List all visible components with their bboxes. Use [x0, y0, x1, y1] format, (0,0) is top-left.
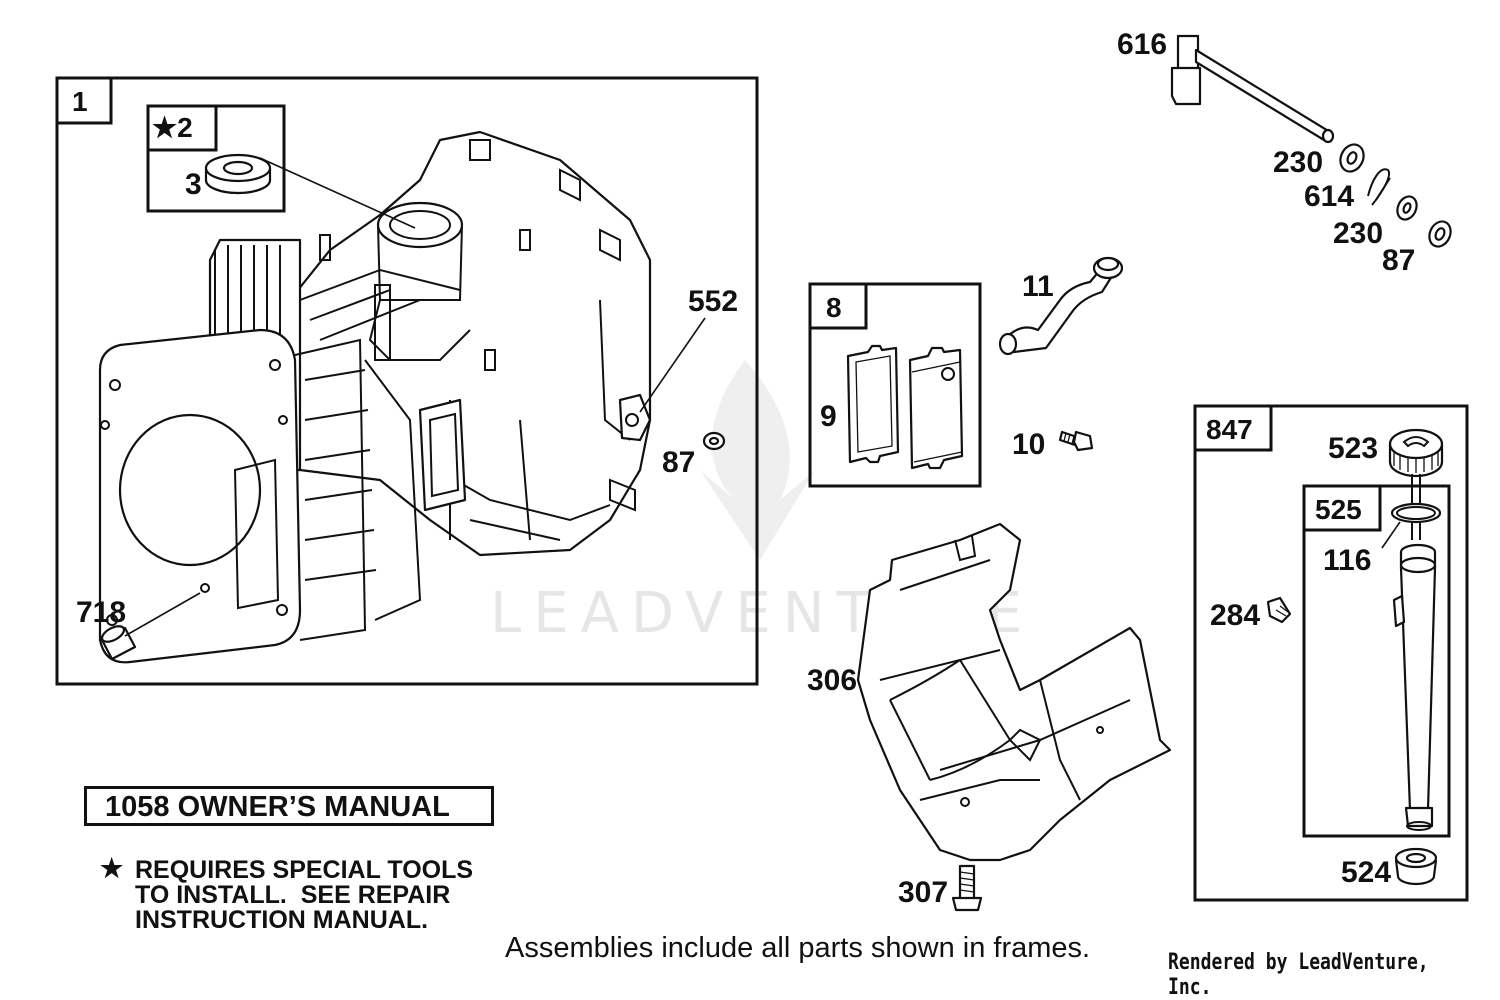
callout-614: 614 — [1304, 180, 1354, 213]
o-ring-part — [1381, 502, 1442, 549]
breather-tube-part — [998, 256, 1124, 356]
cylinder-shield-part — [856, 522, 1172, 862]
frame-8-label: 8 — [826, 292, 842, 323]
callout-116: 116 — [1323, 544, 1371, 577]
callout-3: 3 — [185, 168, 202, 201]
leader-seal — [259, 157, 416, 229]
washer-230-upper-part — [1339, 143, 1365, 173]
callout-230-lower: 230 — [1333, 217, 1383, 250]
oil-seal-part — [204, 153, 272, 195]
dowel-pin-part — [100, 592, 201, 661]
callout-523: 523 — [1328, 432, 1378, 465]
callout-10: 10 — [1012, 428, 1045, 461]
callout-87-left: 87 — [662, 446, 695, 479]
frame-847: 847 — [1193, 404, 1469, 902]
callout-11: 11 — [1022, 270, 1054, 303]
callout-552: 552 — [688, 285, 738, 318]
washer-230-lower-part — [1396, 195, 1418, 221]
hairpin-clip-614-part — [1367, 168, 1391, 206]
callout-616: 616 — [1117, 28, 1167, 61]
callout-230-upper: 230 — [1273, 146, 1323, 179]
nut-87-left-part — [702, 431, 726, 451]
callout-307: 307 — [898, 876, 948, 909]
frame-847-label: 847 — [1206, 414, 1253, 445]
callout-284: 284 — [1210, 599, 1260, 632]
frame-1: 1 — [55, 76, 759, 686]
callout-87-right: 87 — [1382, 244, 1415, 277]
rendered-by-credit: Rendered by LeadVenture, Inc. — [1168, 950, 1429, 1000]
frame-2: ★2 — [146, 104, 286, 213]
frame-1-label: 1 — [72, 86, 88, 117]
screw-284-part — [1266, 596, 1292, 624]
special-tools-text: REQUIRES SPECIAL TOOLS TO INSTALL. SEE R… — [135, 856, 474, 934]
governor-shaft-part — [1170, 34, 1335, 144]
frame-2-label: ★2 — [152, 112, 193, 143]
dipstick-cap-part — [1388, 428, 1444, 540]
callout-524: 524 — [1341, 856, 1391, 889]
owners-manual-label: 1058 OWNER’S MANUAL — [84, 786, 494, 826]
screw-307-part — [951, 864, 983, 912]
frame-525: 525 — [1302, 484, 1451, 838]
breather-gasket-part — [846, 344, 900, 464]
assemblies-footnote: Assemblies include all parts shown in fr… — [505, 932, 1091, 964]
frame-8: 8 — [808, 282, 982, 488]
callout-306: 306 — [807, 664, 857, 697]
breather-cover-part — [908, 346, 964, 470]
nut-87-right-part — [1428, 220, 1452, 248]
callout-9: 9 — [820, 400, 837, 433]
star-icon: ★ — [100, 853, 124, 883]
screw-10-part — [1058, 430, 1094, 452]
callout-718: 718 — [76, 596, 126, 629]
cylinder-block-part — [98, 130, 652, 664]
leader-552 — [639, 317, 706, 413]
grommet-524-part — [1394, 847, 1438, 886]
dipstick-tube-part — [1392, 543, 1437, 831]
frame-525-label: 525 — [1315, 494, 1362, 525]
